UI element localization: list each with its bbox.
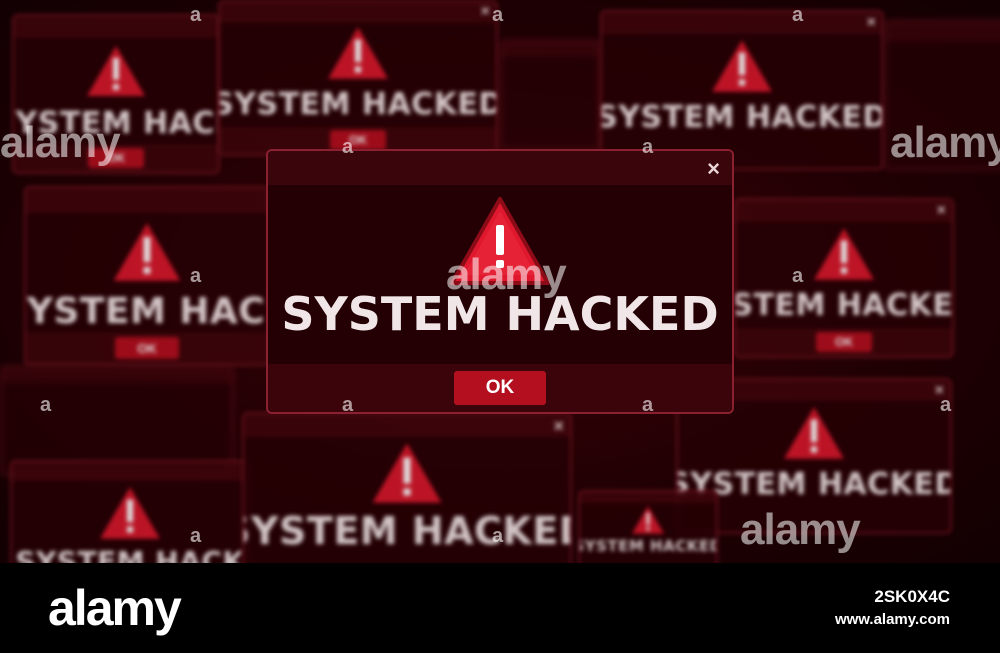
ok-button[interactable]: OK <box>454 371 546 405</box>
dialog-message: SYSTEM HACKED <box>281 287 719 341</box>
watermark-letter: a <box>40 394 52 416</box>
warning-icon <box>631 505 665 535</box>
stock-footer: alamy 2SK0X4C www.alamy.com <box>0 563 1000 653</box>
background-dialog: SYSTEM HACK OK <box>24 186 270 366</box>
dialog-message: YSTEM HACKED <box>736 287 954 323</box>
watermark-letter: a <box>492 4 504 26</box>
background-dialog <box>884 20 1000 170</box>
watermark-letter: a <box>190 265 202 287</box>
close-icon: × <box>553 416 564 436</box>
close-icon: × <box>934 382 944 399</box>
warning-icon <box>326 25 390 81</box>
watermark-letter: a <box>190 525 202 547</box>
warning-icon <box>98 485 162 541</box>
watermark-letter: a <box>342 136 354 158</box>
watermark-letter: a <box>190 4 202 26</box>
watermark-letter: a <box>642 394 654 416</box>
background-dialog: × SYSTEM HACKED <box>242 412 572 563</box>
close-icon: × <box>866 14 876 31</box>
watermark-letter: a <box>792 4 804 26</box>
dialog-message: SYSTEM HACK <box>15 545 245 563</box>
background-dialog <box>0 366 234 476</box>
watermark-letter: a <box>642 136 654 158</box>
background-dialog: × YSTEM HACKED OK <box>734 198 954 358</box>
dialog-titlebar <box>268 151 732 185</box>
background-dialog <box>500 40 600 150</box>
dialog-message: SYSTEM HACK <box>14 105 218 141</box>
watermark: alamy <box>890 118 1000 167</box>
watermark-letter: a <box>342 394 354 416</box>
desktop-background: SYSTEM HACK OK × SYSTEM HACKED OK × SYST… <box>0 0 1000 563</box>
background-dialog: SYSTEM HACKED <box>578 490 718 563</box>
warning-icon <box>111 221 183 283</box>
dialog-footer: OK <box>268 364 732 412</box>
background-dialog: × SYSTEM HACKED <box>600 10 884 170</box>
dialog-message: SYSTEM HACKED <box>600 99 884 135</box>
dialog-message: SYSTEM HACK <box>26 290 268 332</box>
warning-icon <box>710 38 774 94</box>
watermark-letter: a <box>940 394 952 416</box>
ok-button: OK <box>816 331 872 352</box>
system-hacked-dialog: × SYSTEM HACKED OK <box>266 149 734 414</box>
watermark: alamy <box>0 118 121 167</box>
watermark-letter: a <box>792 265 804 287</box>
warning-icon <box>370 441 444 505</box>
warning-icon <box>812 226 876 282</box>
warning-icon <box>782 405 846 461</box>
close-icon: × <box>480 3 490 20</box>
background-dialog: SYSTEM HACK <box>10 460 250 563</box>
alamy-logo: alamy <box>48 580 182 636</box>
dialog-message: SYSTEM HACKED <box>244 509 570 554</box>
watermark: alamy <box>446 250 567 299</box>
watermark-letter: a <box>492 525 504 547</box>
background-dialog: SYSTEM HACK OK <box>12 14 220 174</box>
close-icon: × <box>936 202 946 219</box>
site-url: www.alamy.com <box>834 611 950 628</box>
watermark: alamy <box>740 505 861 554</box>
dialog-message: SYSTEM HACKED <box>578 536 718 555</box>
dialog-message: SYSTEM HACKED <box>218 87 498 123</box>
ok-button: OK <box>330 130 386 151</box>
warning-icon <box>85 44 147 98</box>
dialog-message: SYSTEM HACKED <box>676 467 952 503</box>
background-dialog: × SYSTEM HACKED OK <box>218 0 498 156</box>
image-id: 2SK0X4C <box>874 587 950 606</box>
warning-triangle-icon <box>448 195 552 287</box>
ok-button: OK <box>115 337 179 360</box>
close-icon[interactable]: × <box>707 156 720 181</box>
ok-button: OK <box>88 147 144 168</box>
